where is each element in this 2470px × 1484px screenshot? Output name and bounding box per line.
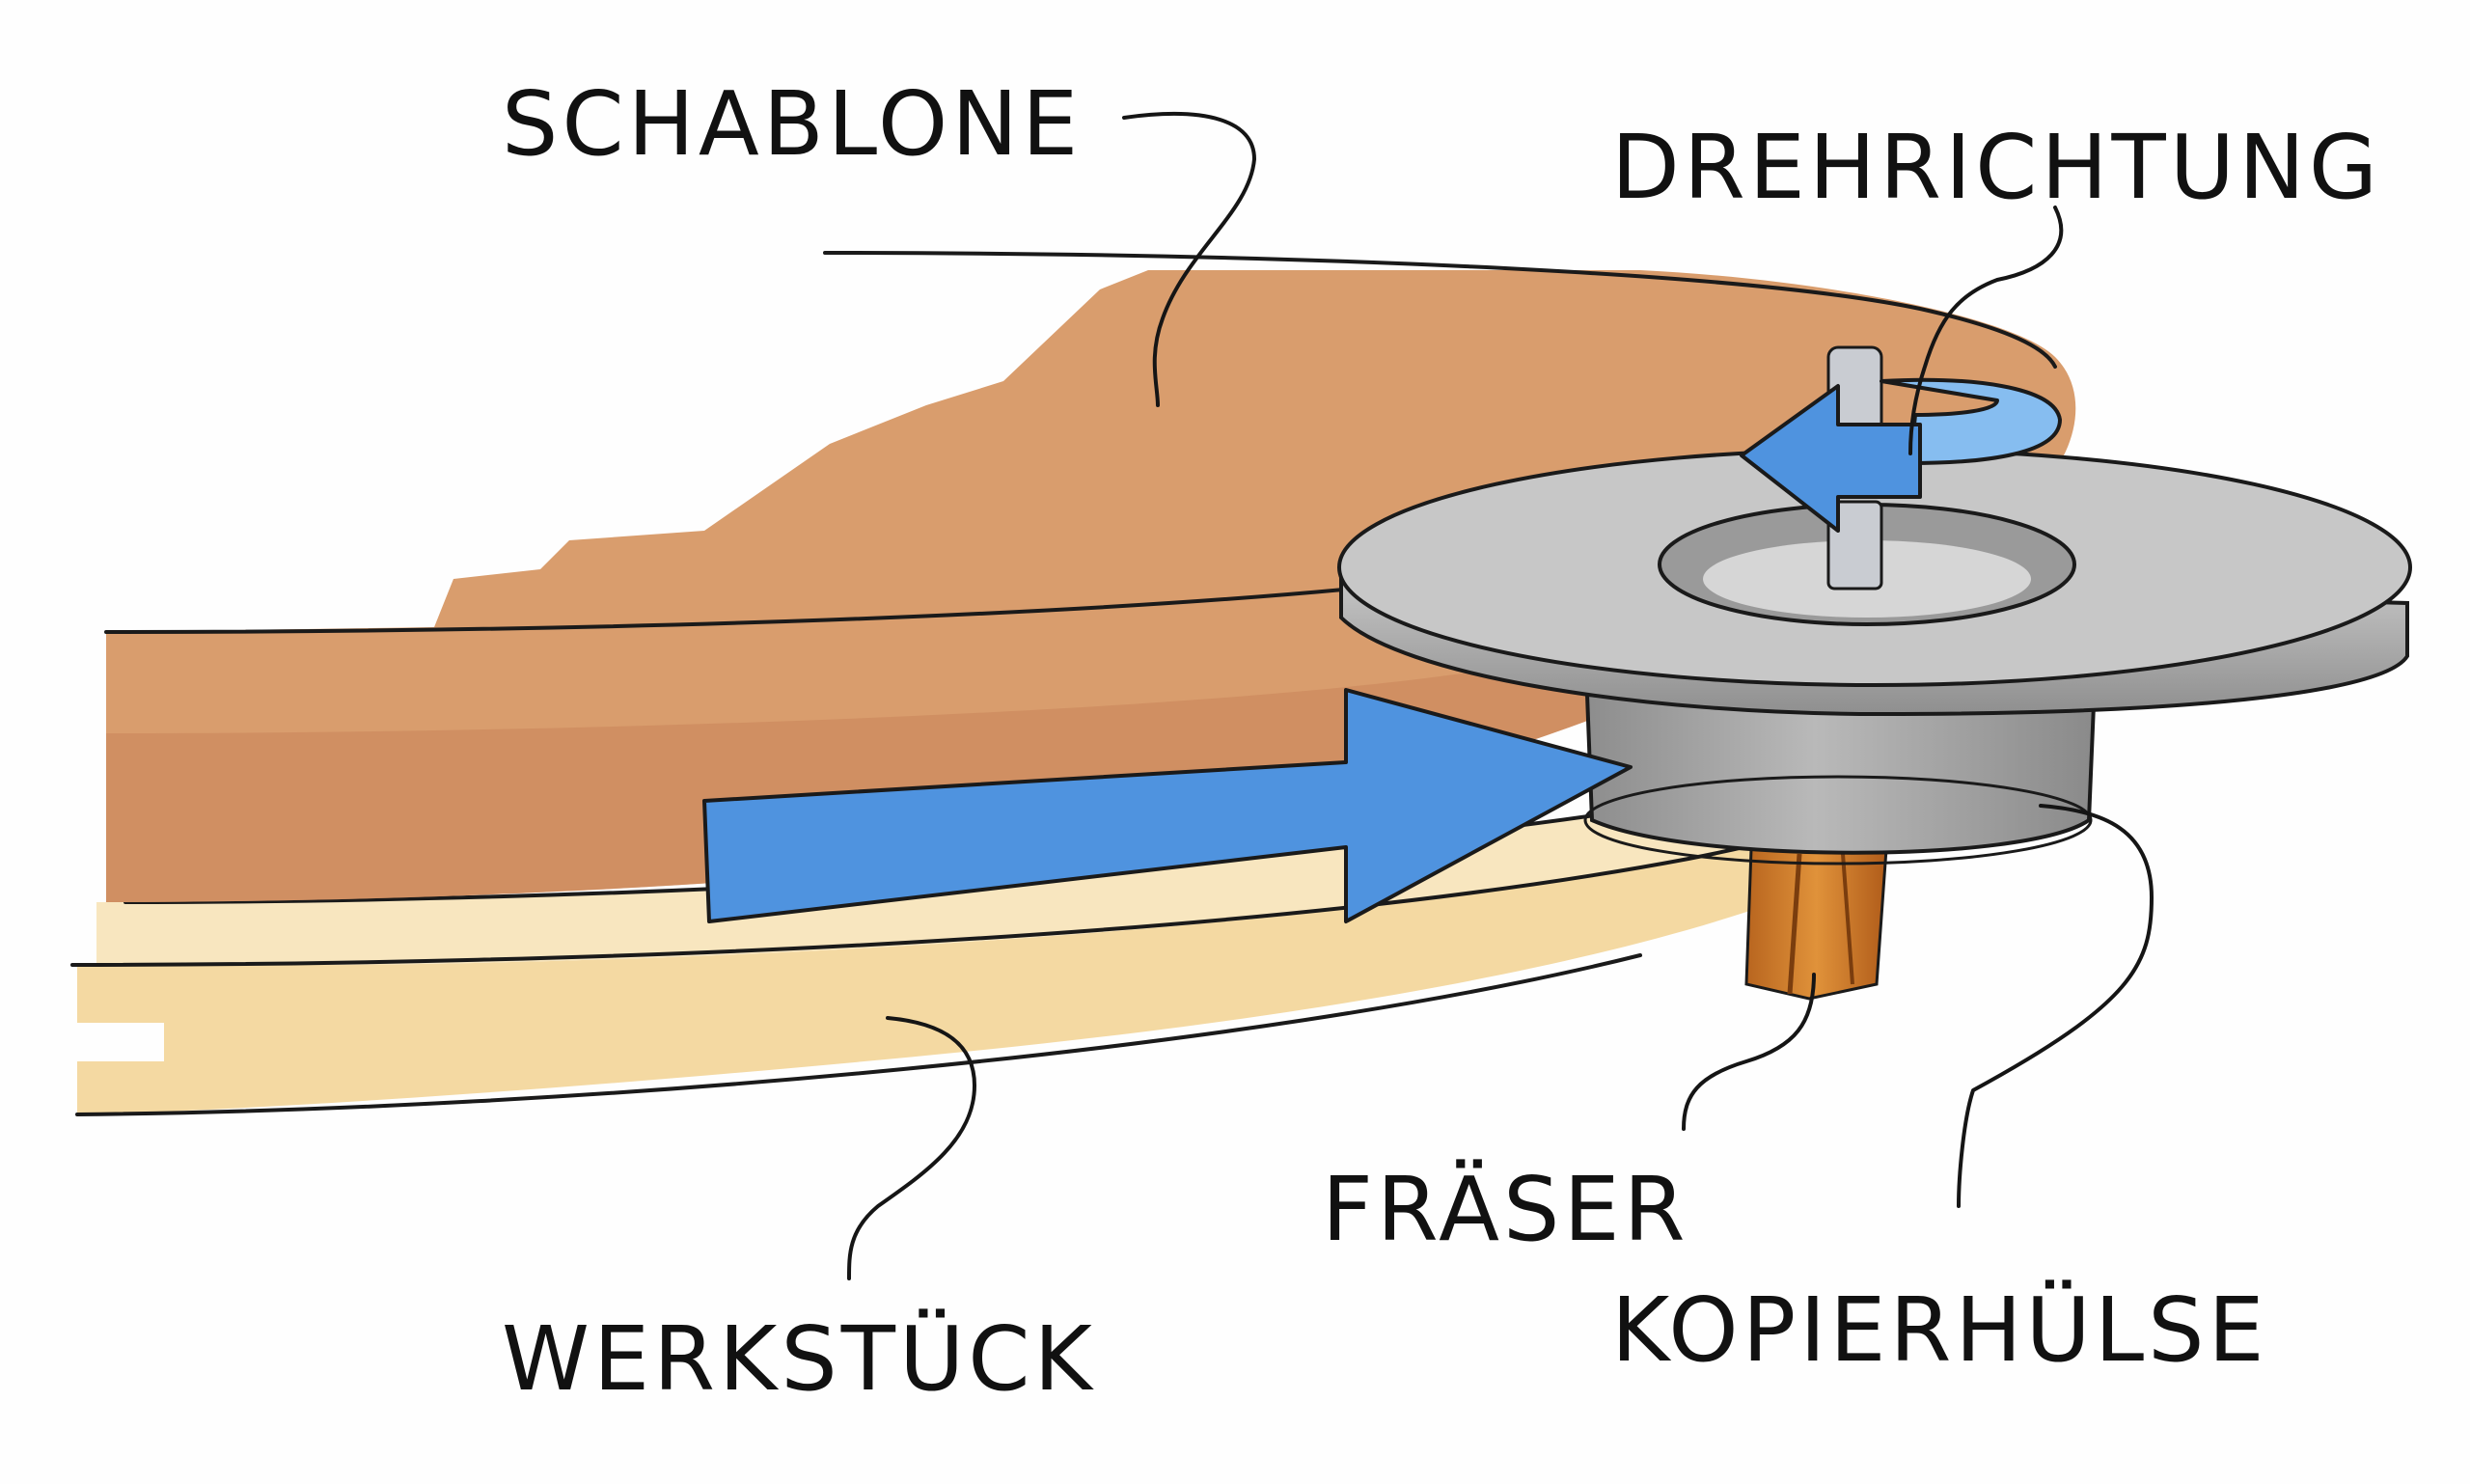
leader-fraeser (1682, 973, 1816, 1131)
template-shading (106, 502, 2026, 902)
template-front-edge (104, 577, 1449, 634)
template-top-edge (823, 251, 2057, 369)
guide-bush-collar (1584, 692, 2097, 855)
label-fraeser: FRÄSER (1322, 1158, 1689, 1261)
spindle-shaft-visible (1826, 500, 1883, 591)
workpiece-body (77, 762, 1959, 1114)
label-werkstueck: WERKSTÜCK (502, 1307, 1096, 1411)
label-schablone: SCHABLONE (502, 72, 1082, 176)
cutter-bit (1744, 847, 1888, 1001)
leader-kopierhuelse (1957, 804, 2154, 1208)
label-drehrichtung: DREHRICHTUNG (1611, 116, 2381, 219)
rotate-arrow-back (1880, 377, 2062, 465)
cutter-flute (1787, 853, 1802, 995)
workpiece-top-face (96, 695, 1959, 965)
rotate-arrow-front (1740, 384, 1922, 533)
leader-werkstueck (847, 1016, 976, 1280)
rotate-arrow-icon (1740, 377, 2062, 533)
leader-drehrichtung (1908, 206, 2064, 455)
label-kopierhuelse: KOPIERHÜLSE (1611, 1278, 2268, 1382)
workpiece-bottom-edge (75, 953, 1642, 1116)
cutter-flute-2 (1841, 853, 1854, 985)
template (104, 251, 2076, 902)
guide-bush-collar-bottom (1583, 775, 2093, 866)
guide-bush (1337, 448, 2412, 866)
arrow-right-icon (702, 688, 1633, 923)
leader-schablone (1122, 111, 1256, 407)
